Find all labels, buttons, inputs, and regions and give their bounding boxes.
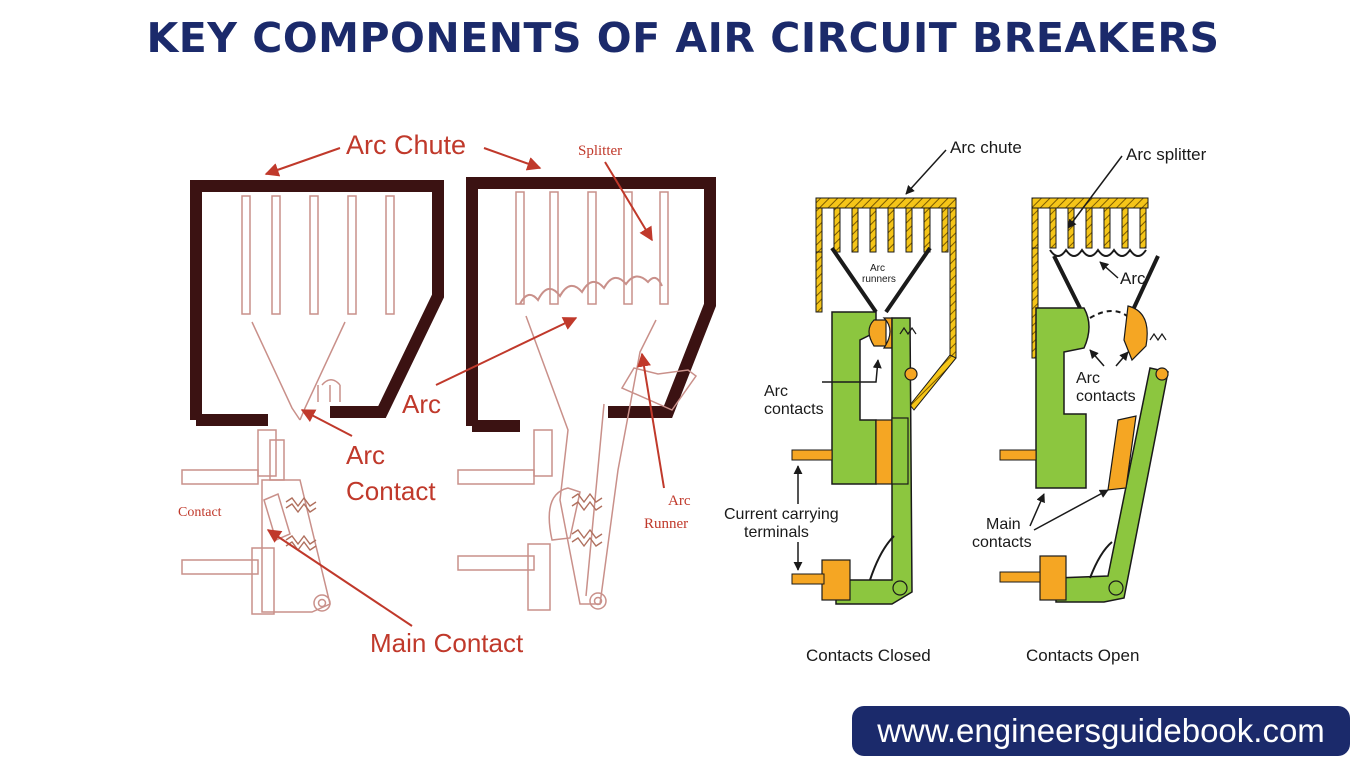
arc-runners <box>251 321 346 421</box>
contact-assembly <box>181 379 341 615</box>
arc-label-right: Arc <box>1120 269 1146 288</box>
arc-runner-label-1: Arc <box>668 493 691 509</box>
page-title: KEY COMPONENTS OF AIR CIRCUIT BREAKERS <box>146 14 1220 62</box>
arc-contact-label-1: Arc <box>346 440 385 470</box>
arc-label: Arc <box>402 389 441 419</box>
chute-fins-2 <box>1031 207 1147 359</box>
main-contact-label: Main Contact <box>370 628 524 658</box>
left-closed-breaker <box>181 180 444 615</box>
fixed-contact-green <box>831 311 877 485</box>
left-open-breaker <box>457 177 716 611</box>
fixed-contact-green-2 <box>1035 307 1090 489</box>
arc-contacts-label-right-2: contacts <box>1076 388 1136 405</box>
arc-contacts-label-left-2: contacts <box>764 401 824 418</box>
chute-fins <box>815 207 957 359</box>
springs <box>285 496 317 552</box>
arc-squiggle <box>519 275 663 305</box>
arc-chute-label-right: Arc chute <box>950 138 1022 157</box>
caption-contacts-open: Contacts Open <box>1026 646 1139 665</box>
moving-arm-2 <box>1055 367 1169 603</box>
arc-chute-frame <box>190 180 444 420</box>
main-contacts-label-1: Main <box>986 516 1021 533</box>
moving-arm <box>835 317 913 605</box>
contact-label: Contact <box>178 505 222 520</box>
springs-2 <box>571 492 603 548</box>
arc-runners-label-1: Arc <box>870 263 885 274</box>
arc-contacts-label-left-1: Arc <box>764 383 788 400</box>
splitter-plates <box>241 195 395 315</box>
arc-chute-label: Arc Chute <box>346 130 466 160</box>
splitter-label: Splitter <box>578 143 622 159</box>
arc-runners-label-2: runners <box>862 274 896 285</box>
right-contacts-open <box>999 197 1169 603</box>
arc-contact-label-2: Contact <box>346 476 436 506</box>
arc-runner-label-2: Runner <box>644 516 688 532</box>
arc-splitter-label: Arc splitter <box>1126 145 1207 164</box>
splitter-plates-2 <box>515 191 669 305</box>
left-labels: Arc Chute Splitter Arc Arc Contact Conta… <box>178 130 691 658</box>
caption-contacts-closed: Contacts Closed <box>806 646 931 665</box>
website-link[interactable]: www.engineersguidebook.com <box>852 706 1350 756</box>
terminals-label-2: terminals <box>744 524 809 541</box>
main-contacts-label-2: contacts <box>972 534 1032 551</box>
terminals-label-1: Current carrying <box>724 506 839 523</box>
right-labels: Arc chute Arc splitter Arc runners Arc A… <box>724 138 1207 665</box>
right-contacts-closed <box>791 197 957 605</box>
arc-contacts-label-right-1: Arc <box>1076 370 1100 387</box>
arc-chute-frame-2 <box>466 177 716 426</box>
